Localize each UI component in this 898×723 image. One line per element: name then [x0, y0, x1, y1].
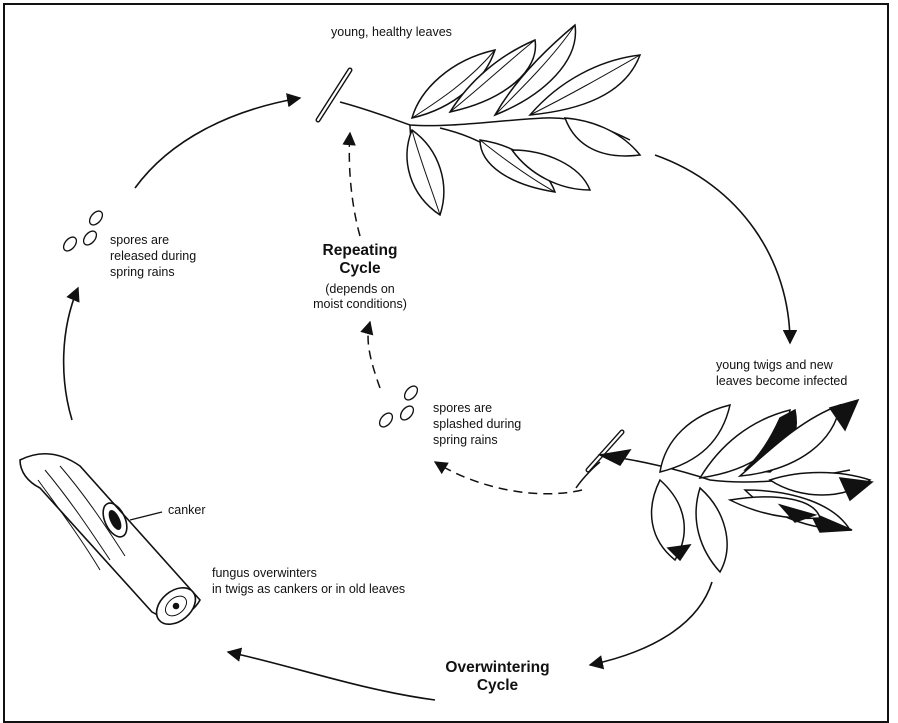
repeating-cycle-subtitle: (depends on moist conditions) — [313, 282, 407, 311]
arrow-canker-to-spores — [62, 286, 80, 421]
infected-label: young twigs and new leaves become infect… — [716, 358, 848, 388]
healthy-leaves-label: young, healthy leaves — [331, 25, 452, 39]
spores-released-label: spores are released during spring rains — [110, 233, 197, 279]
overwintering-cycle-title: Overwintering Cycle — [445, 659, 550, 694]
repeating-arrows — [342, 131, 583, 495]
arrow-leaves-to-infected — [654, 154, 798, 345]
infected-twig-icon — [575, 398, 874, 574]
arrow-splashed-spores-up — [360, 320, 381, 389]
canker-label: canker — [168, 503, 206, 517]
spores-splashed-label: spores are splashed during spring rains — [433, 401, 522, 447]
arrow-infected-to-splashed — [433, 461, 583, 495]
overwinters-label: fungus overwinters in twigs as cankers o… — [212, 566, 406, 596]
arrow-infected-to-overwintering — [588, 581, 713, 670]
repeating-cycle-title: Repeating Cycle — [322, 242, 398, 277]
spores-released-icon — [62, 210, 104, 252]
arrow-overwintering-to-canker — [226, 647, 436, 701]
healthy-twig-icon — [315, 23, 642, 217]
spores-splashed-icon — [378, 385, 419, 428]
canker-log-icon — [19, 452, 201, 626]
arrow-repeating-to-healthy-twig — [342, 131, 361, 237]
cycle-arrows — [62, 93, 798, 701]
arrow-to-healthy-leaves — [134, 93, 302, 189]
